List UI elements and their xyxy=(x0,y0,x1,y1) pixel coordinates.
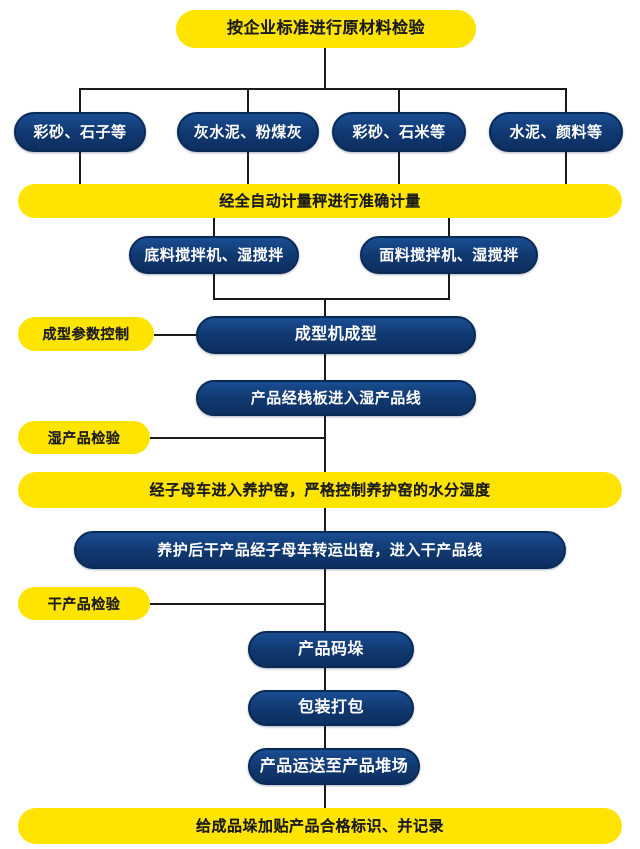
node-wet-product-inspection-label: 湿产品检验 xyxy=(47,429,121,446)
node-out-of-kiln[interactable]: 养护后干产品经子母车转运出窑，进入干产品线 xyxy=(74,531,566,569)
connector-bus-to-material-3 xyxy=(398,88,400,114)
node-packing[interactable]: 包装打包 xyxy=(248,690,414,726)
connector-base-mixer-down xyxy=(213,272,215,300)
node-face-mixer-label: 面料搅拌机、湿搅拌 xyxy=(379,246,519,264)
node-transport-to-yard-label: 产品运送至产品堆场 xyxy=(259,757,409,775)
node-label-and-record-label: 给成品垛加贴产品合格标识、并记录 xyxy=(195,817,444,835)
connector-forming-to-pallet xyxy=(324,354,326,380)
node-pallet-to-wet-line-label: 产品经栈板进入湿产品线 xyxy=(250,389,422,407)
node-stacking[interactable]: 产品码垛 xyxy=(248,631,414,668)
connector-stacking-to-packing xyxy=(324,668,326,692)
connector-weighing-to-base-mixer xyxy=(213,216,215,238)
connector-title-to-bus xyxy=(324,46,326,90)
connector-mixers-merge-bus xyxy=(213,298,450,300)
connector-packing-to-transport xyxy=(324,726,326,750)
node-material-2-label: 灰水泥、粉煤灰 xyxy=(193,123,303,141)
node-forming-params-label: 成型参数控制 xyxy=(42,326,130,342)
connector-bus-to-material-1 xyxy=(79,88,81,114)
node-dry-product-inspection-label: 干产品检验 xyxy=(47,595,121,612)
node-inspect-raw-material[interactable]: 按企业标准进行原材料检验 xyxy=(176,10,476,48)
node-forming-machine[interactable]: 成型机成型 xyxy=(196,316,476,354)
connector-dry-inspection-to-trunk xyxy=(150,603,326,605)
node-material-3-label: 彩砂、石米等 xyxy=(352,123,446,141)
node-material-4-label: 水泥、颜料等 xyxy=(509,123,603,141)
connector-material-2-to-weighing xyxy=(247,150,249,184)
node-out-of-kiln-label: 养护后干产品经子母车转运出窑，进入干产品线 xyxy=(157,541,483,559)
node-material-2[interactable]: 灰水泥、粉煤灰 xyxy=(177,112,319,152)
connector-bus-to-material-2 xyxy=(247,88,249,114)
connector-forming-params-to-forming xyxy=(154,334,200,336)
connector-face-mixer-down xyxy=(448,272,450,300)
node-forming-machine-label: 成型机成型 xyxy=(294,326,378,343)
connector-material-4-to-weighing xyxy=(565,150,567,184)
node-stacking-label: 产品码垛 xyxy=(297,640,364,658)
node-face-mixer[interactable]: 面料搅拌机、湿搅拌 xyxy=(360,236,538,274)
connector-bus-to-material-4 xyxy=(565,88,567,114)
node-dry-product-inspection[interactable]: 干产品检验 xyxy=(18,587,150,620)
node-transport-to-yard[interactable]: 产品运送至产品堆场 xyxy=(248,748,420,785)
connector-pallet-to-curing xyxy=(324,414,326,472)
connector-materials-bus xyxy=(79,88,567,90)
node-weighing-label: 经全自动计量秤进行准确计量 xyxy=(219,192,421,210)
connector-transport-to-label xyxy=(324,784,326,808)
node-packing-label: 包装打包 xyxy=(297,699,364,716)
node-pallet-to-wet-line[interactable]: 产品经栈板进入湿产品线 xyxy=(196,380,476,416)
node-label-and-record[interactable]: 给成品垛加贴产品合格标识、并记录 xyxy=(18,808,622,844)
connector-curing-to-out-of-kiln xyxy=(324,508,326,532)
connector-weighing-to-face-mixer xyxy=(448,216,450,238)
node-curing-kiln[interactable]: 经子母车进入养护窑，严格控制养护窑的水分湿度 xyxy=(18,472,622,508)
node-inspect-raw-material-label: 按企业标准进行原材料检验 xyxy=(226,20,425,37)
node-wet-product-inspection[interactable]: 湿产品检验 xyxy=(18,421,150,454)
connector-material-3-to-weighing xyxy=(398,150,400,184)
node-curing-kiln-label: 经子母车进入养护窑，严格控制养护窑的水分湿度 xyxy=(149,481,491,499)
node-forming-params[interactable]: 成型参数控制 xyxy=(18,317,154,351)
node-material-3[interactable]: 彩砂、石米等 xyxy=(332,112,466,152)
node-base-mixer[interactable]: 底料搅拌机、湿搅拌 xyxy=(129,236,299,274)
connector-material-1-to-weighing xyxy=(79,150,81,184)
node-weighing[interactable]: 经全自动计量秤进行准确计量 xyxy=(18,184,622,218)
node-material-1[interactable]: 彩砂、石子等 xyxy=(14,112,146,152)
node-base-mixer-label: 底料搅拌机、湿搅拌 xyxy=(144,246,284,264)
connector-wet-inspection-to-trunk xyxy=(150,437,326,439)
node-material-4[interactable]: 水泥、颜料等 xyxy=(489,112,623,152)
connector-merge-to-forming xyxy=(324,298,326,318)
connector-out-of-kiln-to-stacking xyxy=(324,568,326,632)
node-material-1-label: 彩砂、石子等 xyxy=(33,123,127,141)
